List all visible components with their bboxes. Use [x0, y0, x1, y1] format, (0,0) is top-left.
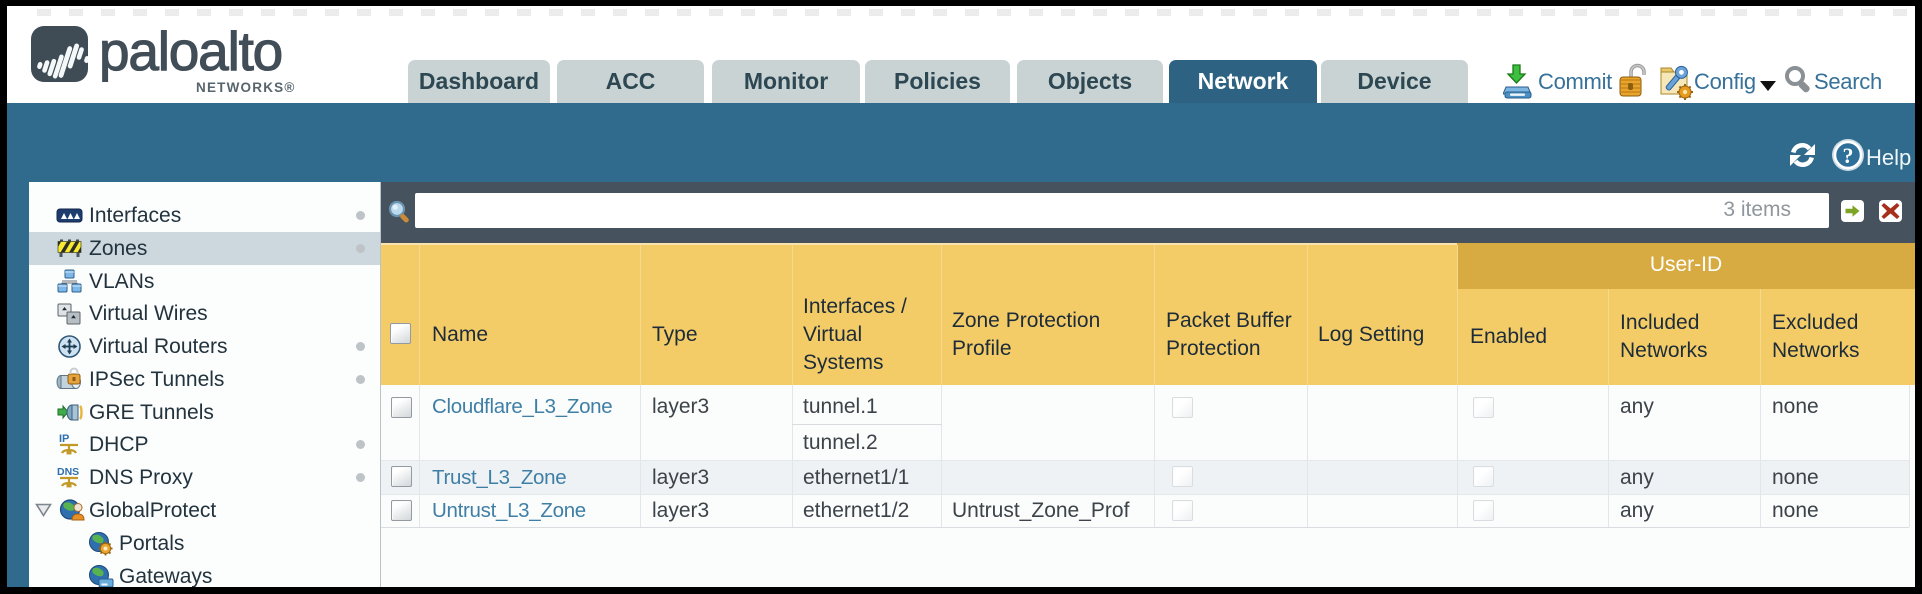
svg-text:DNS: DNS — [57, 466, 79, 478]
svg-text:?: ? — [1843, 143, 1854, 168]
svg-text:IP: IP — [59, 433, 69, 445]
